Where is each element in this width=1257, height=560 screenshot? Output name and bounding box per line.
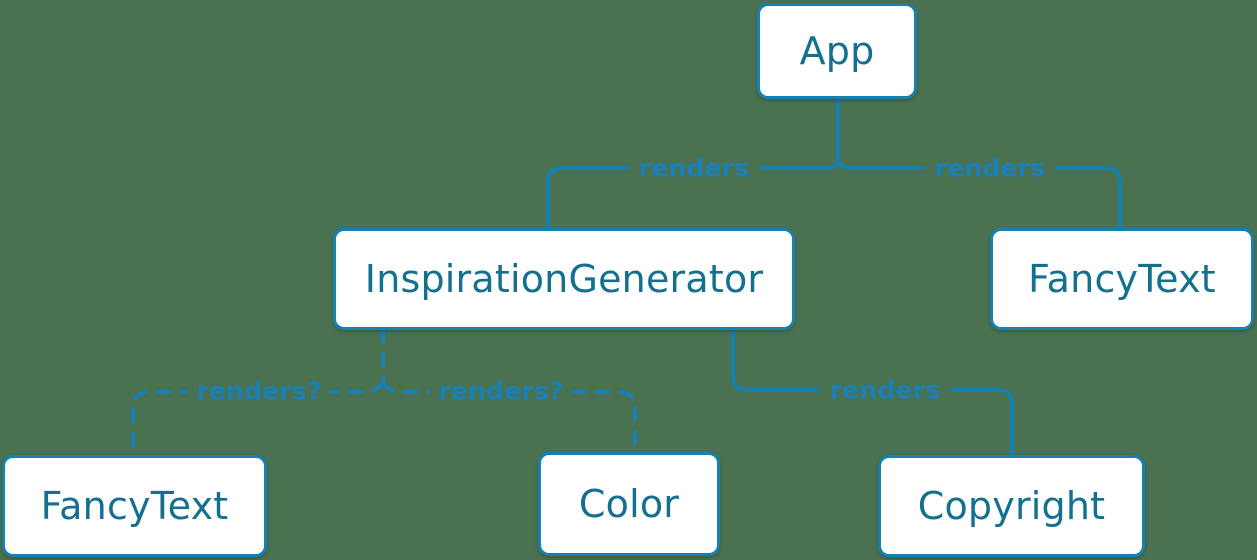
node-fancytext-top[interactable]: FancyText <box>990 228 1254 330</box>
edge-label-inspiration-generator-to-fancytext-bottom: renders? <box>188 378 330 404</box>
node-label-color: Color <box>578 482 680 526</box>
node-label-inspiration-generator: InspirationGenerator <box>364 257 764 301</box>
edge-label-app-to-fancytext-top: renders <box>924 155 1056 181</box>
edge-label-app-to-inspiration-generator: renders <box>628 155 760 181</box>
node-label-fancytext-bottom: FancyText <box>40 484 229 528</box>
node-copyright[interactable]: Copyright <box>878 455 1145 557</box>
edge-app-to-fancytext-top <box>836 160 1122 230</box>
node-label-app: App <box>799 29 875 73</box>
node-color[interactable]: Color <box>538 452 720 556</box>
node-label-copyright: Copyright <box>917 484 1106 528</box>
edge-app-to-inspiration-generator <box>546 160 840 230</box>
node-fancytext-bottom[interactable]: FancyText <box>2 455 267 557</box>
edge-label-inspiration-generator-to-copyright: renders <box>819 377 951 403</box>
node-inspiration-generator[interactable]: InspirationGenerator <box>333 228 795 330</box>
edge-inspiration-generator-to-fancytext-bottom <box>131 382 385 457</box>
edge-inspiration-generator-to-color <box>381 382 637 454</box>
edge-label-inspiration-generator-to-color: renders? <box>430 378 572 404</box>
node-app[interactable]: App <box>757 3 917 99</box>
node-label-fancytext-top: FancyText <box>1028 257 1216 301</box>
